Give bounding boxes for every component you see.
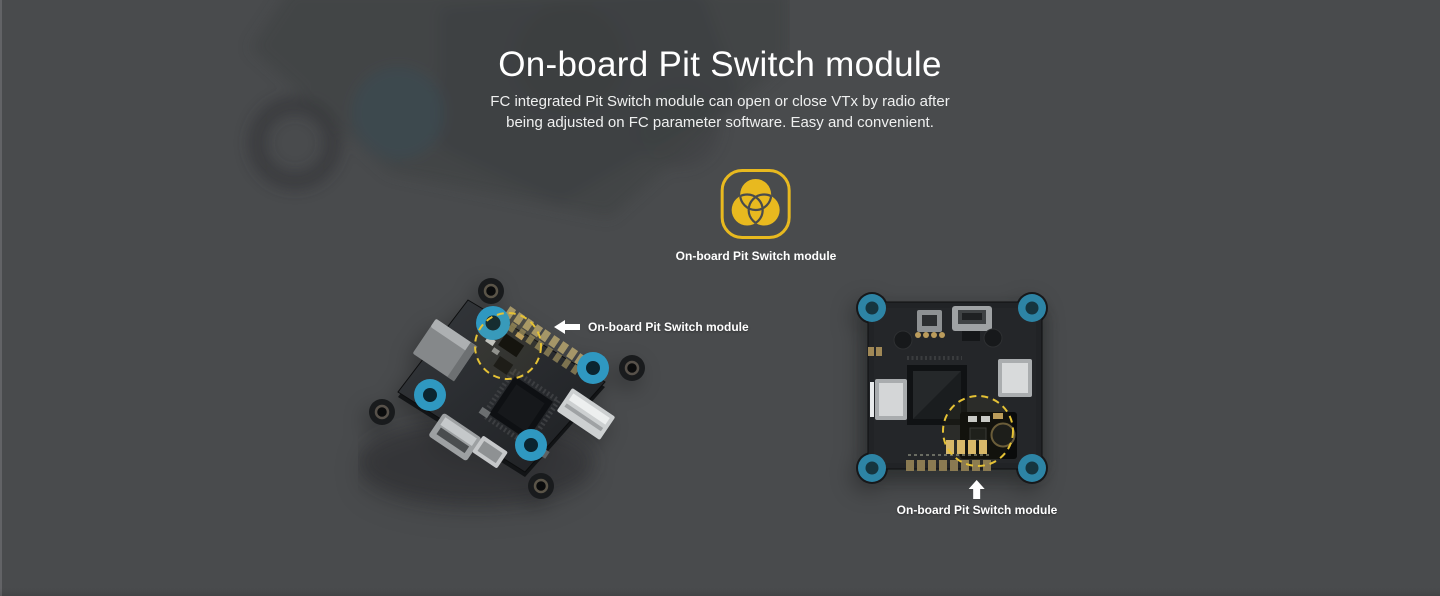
- right-callout: On-board Pit Switch module: [896, 480, 1058, 517]
- left-callout-label: On-board Pit Switch module: [588, 320, 749, 334]
- edge-pads-left: [868, 347, 882, 356]
- ffc-connector-right: [998, 359, 1032, 397]
- subtitle-line-2: being adjusted on FC parameter software.…: [506, 114, 934, 131]
- pit-switch-icon: [719, 167, 793, 241]
- arrow-up-icon: [968, 480, 985, 499]
- ffc-connector: [557, 388, 615, 440]
- left-highlight-circle: [474, 312, 542, 380]
- board-hole: [893, 330, 913, 350]
- pit-switch-module-parts: [485, 331, 525, 358]
- mount-tabs: [369, 278, 645, 499]
- micro-usb-connector: [952, 306, 992, 331]
- venn-circles: [731, 179, 780, 226]
- jst-connector: [472, 436, 508, 468]
- rubber-grommets: [858, 294, 1046, 482]
- micro-usb-connector: [429, 413, 481, 461]
- left-edge-strip: [0, 0, 2, 596]
- mcu-chip: [480, 367, 562, 449]
- hero-header: On-board Pit Switch module FC integrated…: [0, 44, 1440, 133]
- bright-solder-pads: [946, 440, 987, 454]
- ffc-connector-left: [870, 379, 907, 420]
- fc-board-top-photo: [850, 282, 1060, 497]
- round-pads: [915, 332, 945, 338]
- boot-button: [917, 310, 942, 332]
- page-title: On-board Pit Switch module: [498, 45, 942, 84]
- right-callout-label: On-board Pit Switch module: [896, 503, 1058, 517]
- small-ic: [962, 331, 980, 341]
- shield-can: [413, 319, 478, 382]
- mcu-chip: [907, 356, 967, 425]
- fc-board-angled-photo: [358, 272, 658, 522]
- bottom-solder-pads: [906, 460, 991, 471]
- arrow-left-icon: [554, 320, 580, 334]
- board-hole: [983, 328, 1003, 348]
- left-callout: On-board Pit Switch module: [554, 320, 749, 334]
- feature-badge-label: On-board Pit Switch module: [675, 249, 837, 263]
- feature-badge: On-board Pit Switch module: [675, 167, 837, 263]
- right-highlight-circle: [942, 395, 1014, 467]
- bottom-shade: [0, 588, 1440, 596]
- subtitle-line-1: FC integrated Pit Switch module can open…: [490, 93, 950, 110]
